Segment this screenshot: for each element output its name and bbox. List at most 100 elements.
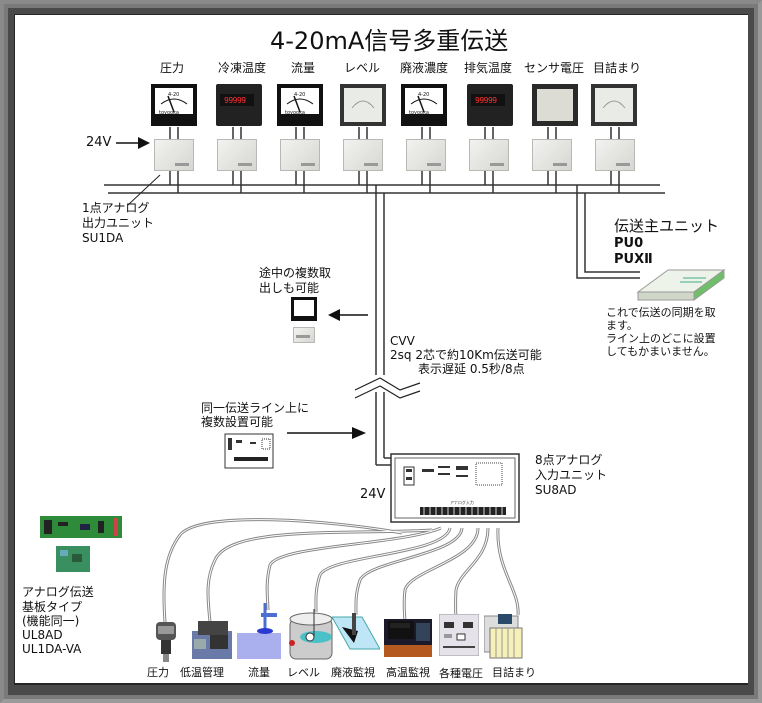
panel-meter-sensor-voltage xyxy=(532,84,578,126)
input-unit-power: 24V xyxy=(360,487,386,502)
input-unit-thumbnail-icon xyxy=(224,433,274,469)
digital-readout: 99999 xyxy=(475,96,497,105)
analog-meter-waste-concentration: 4-20 toyooka xyxy=(401,84,447,126)
master-unit-model-1: PU0 xyxy=(614,236,644,251)
tap-unit-box xyxy=(293,327,315,343)
output-unit-label-2: 出力ユニット xyxy=(82,216,155,230)
master-unit-device-icon xyxy=(636,269,726,301)
sensor-cables-inner xyxy=(163,519,519,629)
cable-delay: 表示遅延 0.5秒/8点 xyxy=(418,362,525,376)
high-temp-monitor-icon xyxy=(384,619,432,657)
master-unit-label: 伝送主ユニット xyxy=(614,217,720,235)
analog-meter-pressure: 4-20 toyooka xyxy=(151,84,197,126)
meter-needle-icon: 4-20 toyooka xyxy=(159,92,188,116)
output-unit-label-1: 1点アナログ xyxy=(82,201,150,215)
output-unit-box xyxy=(469,139,509,171)
analog-meter-flow: 4-20 toyooka xyxy=(277,84,323,126)
cable-break-top xyxy=(354,377,421,391)
sensor-label: レベル xyxy=(287,666,320,679)
svg-text:4-20: 4-20 xyxy=(294,92,305,98)
instrument-label: 冷凍温度 xyxy=(218,61,267,75)
master-branch-outer xyxy=(576,185,640,279)
sensor-label: 圧力 xyxy=(147,666,169,679)
waste-channel-icon xyxy=(332,613,380,650)
multi-note-1: 同一伝送ライン上に xyxy=(201,401,310,415)
instrument-label: 目詰まり xyxy=(593,61,642,75)
flow-tank-icon xyxy=(237,603,281,659)
power-arrow-top-head xyxy=(138,137,150,149)
master-unit-model-2: PUXⅡ xyxy=(614,252,653,267)
tap-meter-icon xyxy=(291,297,317,321)
sensor-label: 低温管理 xyxy=(180,666,224,679)
level-tank-icon xyxy=(289,609,333,660)
analog-meter-clogging xyxy=(591,84,637,126)
instrument-label: 圧力 xyxy=(160,61,185,75)
gauge-arc-icon xyxy=(351,100,375,109)
pcb-board-icon xyxy=(40,516,122,572)
svg-text:toyooka: toyooka xyxy=(409,110,429,116)
board-type-line-1: アナログ伝送 xyxy=(22,585,94,599)
digital-meter-exhaust-temp: 99999 xyxy=(467,84,513,126)
digital-meter-refrigeration: 99999 xyxy=(216,84,262,126)
sensor-label: 目詰まり xyxy=(492,666,536,679)
svg-text:toyooka: toyooka xyxy=(285,110,305,116)
multi-arrow-head xyxy=(352,427,366,439)
board-type-line-4: UL8AD xyxy=(22,628,63,642)
instrument-label: 流量 xyxy=(291,61,316,75)
diagram-title: 4-20mA信号多重伝送 xyxy=(270,27,509,55)
master-branch-inner xyxy=(584,193,640,273)
instrument-label: 廃液濃度 xyxy=(400,61,449,75)
svg-text:4-20: 4-20 xyxy=(418,92,429,98)
meter-wires xyxy=(169,127,620,139)
output-unit-box xyxy=(406,139,446,171)
diagram-canvas xyxy=(15,15,748,683)
output-unit-box xyxy=(217,139,257,171)
digital-readout: 99999 xyxy=(224,96,246,105)
sensor-label: 各種電圧 xyxy=(439,667,483,680)
pressure-sensor-icon xyxy=(156,622,176,662)
clog-filter-icon xyxy=(484,614,523,659)
multi-note-2: 複数設置可能 xyxy=(201,415,274,429)
power-label-top: 24V xyxy=(86,135,112,150)
terminal-caption: アナログ入力 xyxy=(450,499,474,505)
output-unit-box xyxy=(280,139,320,171)
cable-spec: 2sq 2芯で約10Km伝送可能 xyxy=(390,348,542,362)
master-unit-note-4: してもかまいません。 xyxy=(606,345,715,358)
cable-type: CVV xyxy=(390,334,415,348)
master-unit-note-2: ます。 xyxy=(606,319,638,332)
input-unit-label-1: 8点アナログ xyxy=(535,453,603,467)
output-unit-model: SU1DA xyxy=(82,231,124,245)
board-type-line-5: UL1DA-VA xyxy=(22,642,82,656)
tap-note-2: 出しも可能 xyxy=(259,281,320,295)
instrument-label: レベル xyxy=(344,61,381,75)
gauge-arc-icon xyxy=(602,100,626,109)
output-unit-box xyxy=(532,139,572,171)
meter-needle-icon: 4-20 toyooka xyxy=(285,92,314,116)
input-unit-label-2: 入力ユニット xyxy=(535,468,608,482)
voltage-panel-icon xyxy=(439,614,479,656)
instrument-label: 排気温度 xyxy=(464,61,513,75)
output-unit-box xyxy=(343,139,383,171)
refrigeration-unit-icon xyxy=(192,621,232,659)
tap-note-1: 途中の複数取 xyxy=(259,266,332,280)
input-unit-device: アナログ入力 xyxy=(390,453,520,523)
instrument-label: センサ電圧 xyxy=(524,61,585,75)
master-unit-note-1: これで伝送の同期を取 xyxy=(606,306,716,319)
meter-needle-icon: 4-20 toyooka xyxy=(409,92,438,116)
sensor-label: 廃液監視 xyxy=(331,666,375,679)
cable-break-bottom xyxy=(354,385,421,399)
input-unit-model: SU8AD xyxy=(535,483,577,497)
sensor-label: 流量 xyxy=(248,666,270,679)
output-unit-leader xyxy=(127,174,161,206)
unit-drops xyxy=(169,171,620,193)
svg-text:4-20: 4-20 xyxy=(168,92,179,98)
output-unit-box xyxy=(154,139,194,171)
output-unit-box xyxy=(595,139,635,171)
sensor-label: 高温監視 xyxy=(386,666,430,679)
analog-meter-level xyxy=(340,84,386,126)
board-type-line-3: (機能同一) xyxy=(22,614,80,628)
board-type-line-2: 基板タイプ xyxy=(22,600,83,614)
svg-text:toyooka: toyooka xyxy=(159,110,179,116)
master-unit-note-3: ライン上のどこに設置 xyxy=(606,332,716,345)
tap-arrow-head xyxy=(328,309,340,321)
